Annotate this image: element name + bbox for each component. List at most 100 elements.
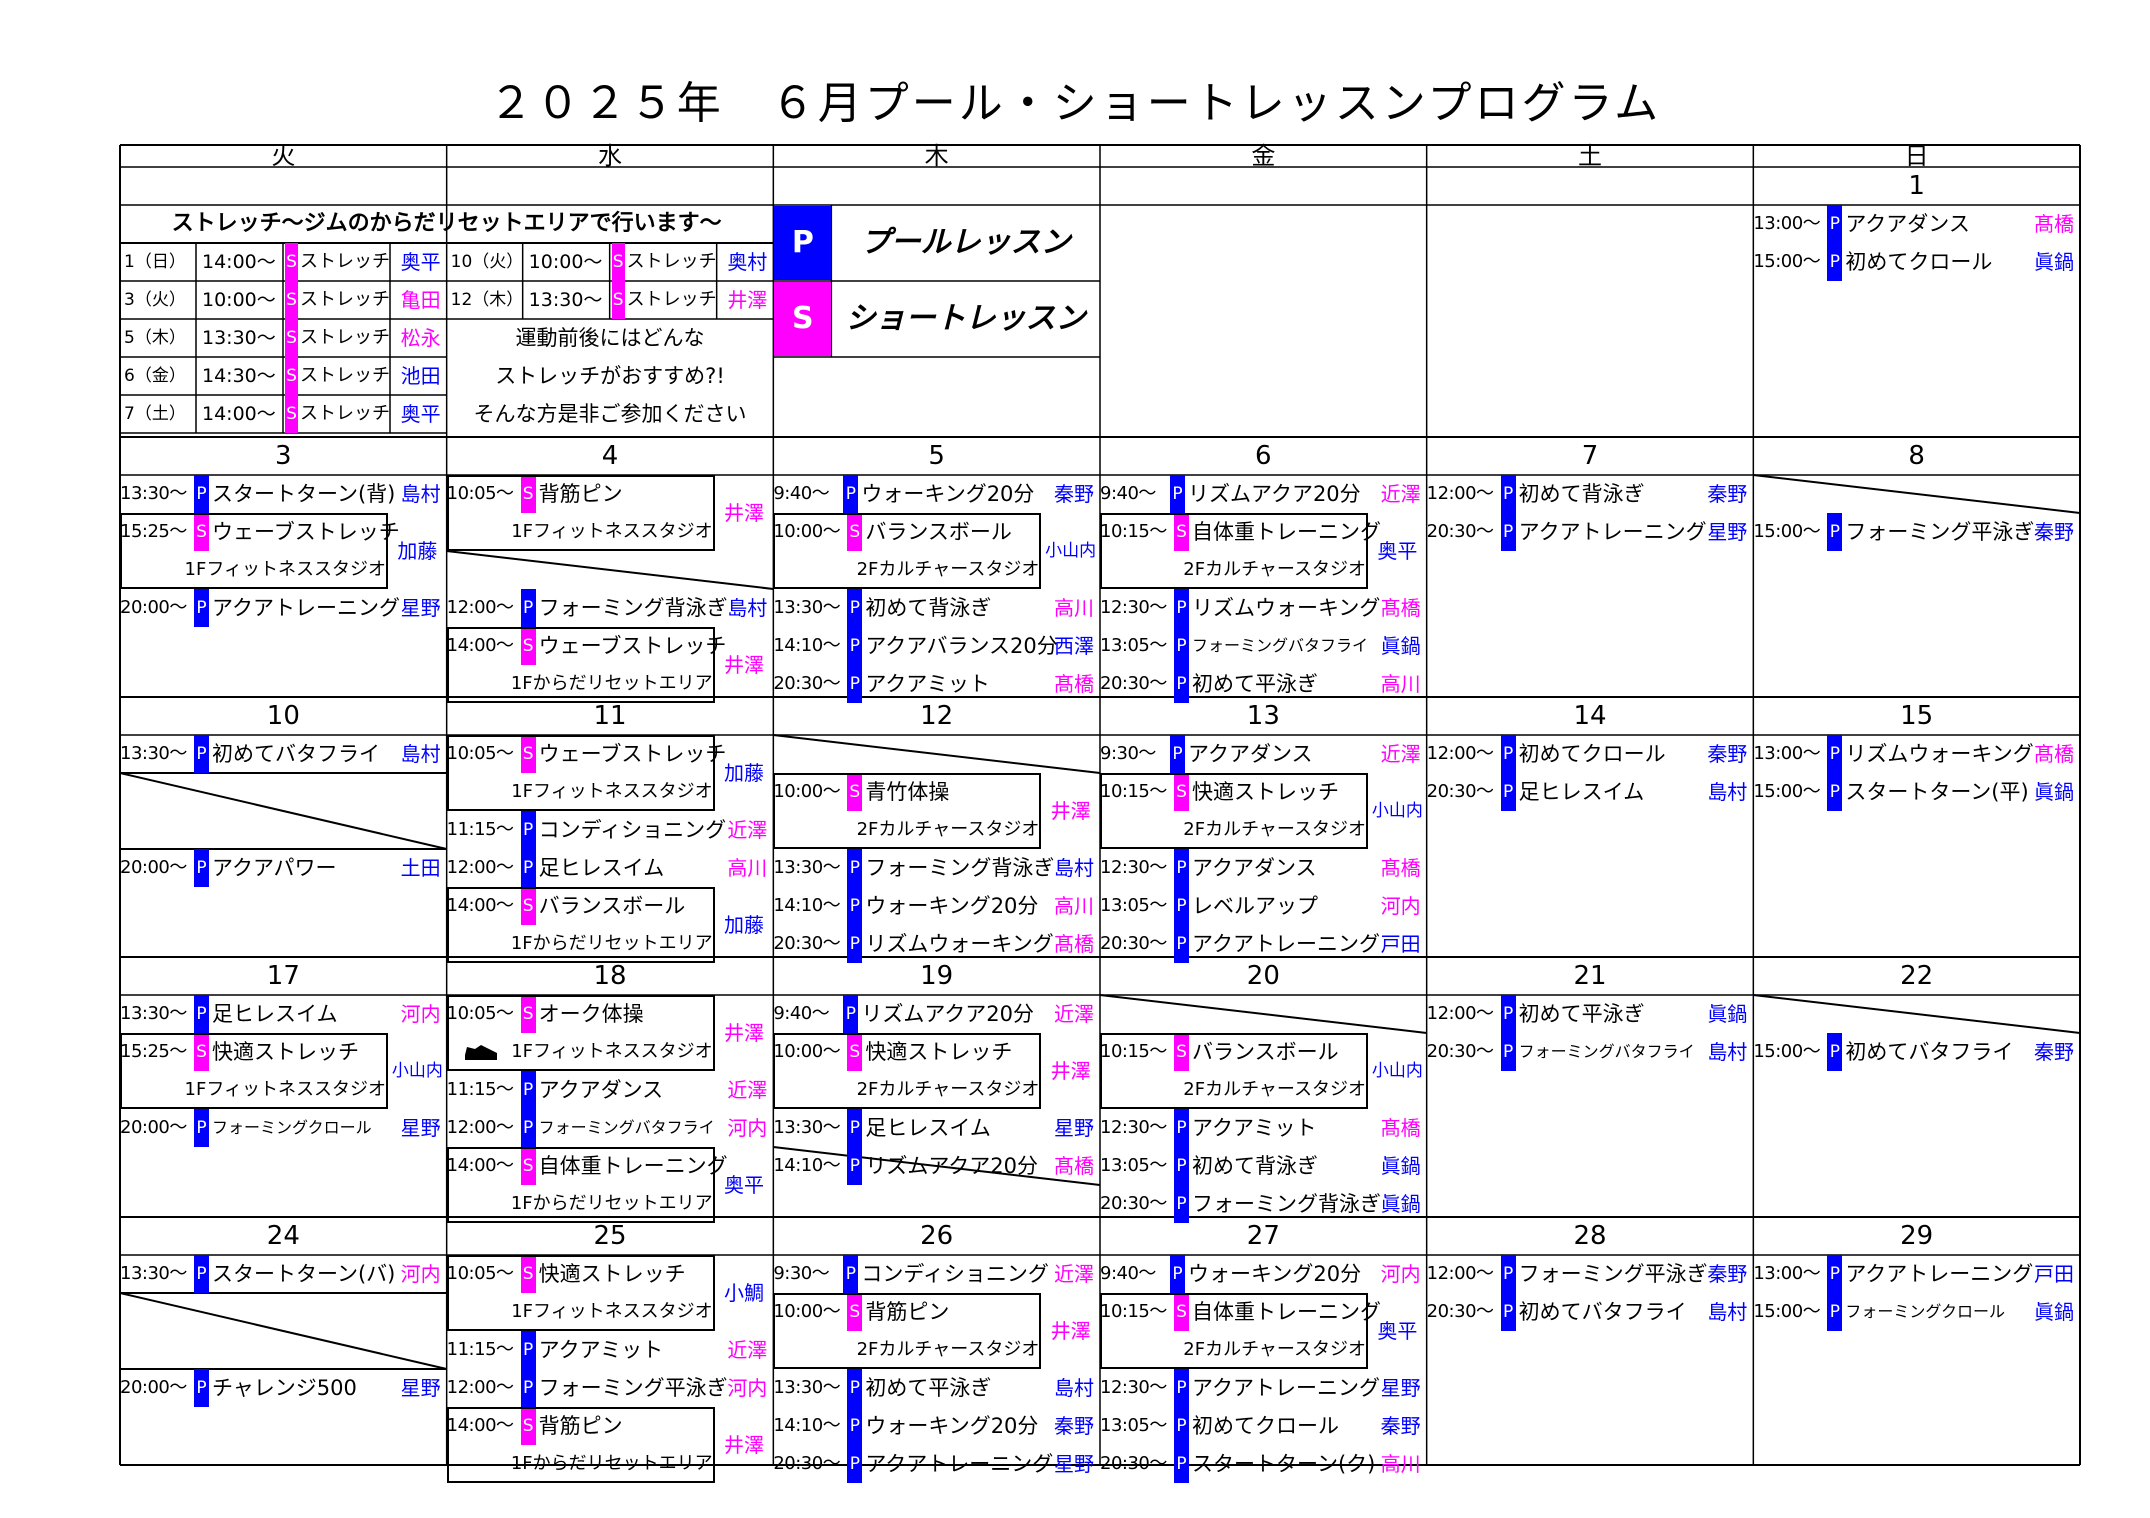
closed-slot-diagonal [1753,994,2081,1034]
stretch-time: 14:30～ [202,365,276,387]
lesson-name: 初めてクロール [1192,1414,1339,1438]
lesson-name: アクアミット [538,1338,664,1362]
instructor-name: 奥平 [723,1173,764,1197]
lesson-time: 12:00～ [446,1117,514,1138]
pool-lesson-marker: P [520,1109,536,1147]
studio-lesson-box [446,1255,715,1331]
studio-location: 1Fフィットネススタジオ [511,521,713,542]
instructor-name: 髙橋 [1380,856,1421,880]
pool-lesson-marker: P [1174,1369,1189,1407]
studio-location: 2Fカルチャースタジオ [1183,559,1366,580]
lesson-time: 14:10～ [773,635,841,656]
lesson-name: フォーミング平泳ぎ [1518,1262,1708,1286]
instructor-name: 近澤 [1053,1262,1094,1286]
pool-lesson-marker: P [1174,887,1189,925]
lesson-time: 20:30～ [1426,1041,1494,1062]
instructor-name: 松永 [400,326,441,350]
instructor-name: 河内 [400,1262,441,1286]
pool-legend-marker: P [774,206,832,280]
instructor-name: 河内 [727,1376,768,1400]
lesson-name: 自体重トレーニング [1192,1300,1381,1324]
short-lesson-marker: S [1174,1293,1189,1331]
instructor-name: 眞鍋 [2033,780,2074,804]
date-number: 18 [593,961,627,991]
grid-lines [119,144,2081,1466]
pool-lesson-marker: P [1500,995,1516,1033]
instructor-name: 河内 [1380,894,1421,918]
studio-lesson-box [1100,513,1368,589]
lesson-name: スタートターン(バ) [212,1262,396,1286]
studio-location: 1Fフィットネススタジオ [511,1041,713,1062]
studio-location: 1Fフィットネススタジオ [184,1079,386,1100]
studio-location: 2Fカルチャースタジオ [1183,1339,1366,1360]
stretch-date: 3（火） [124,290,186,310]
lesson-name: リズムウォーキング [865,932,1054,956]
date-number: 17 [266,961,300,991]
instructor-name: 土田 [400,856,441,880]
instructor-name: 井澤 [723,501,764,525]
short-legend-marker: S [774,282,832,356]
stretch-time: 10:00～ [528,251,603,273]
studio-lesson-box [446,475,715,551]
pool-lesson-marker: P [194,995,209,1033]
lesson-time: 20:30～ [1100,1193,1167,1214]
lesson-name: アクアトレーニング [1192,932,1380,956]
instructor-name: 井澤 [723,1433,764,1457]
stretch-name: ストレッチ [626,251,717,272]
lesson-name: 背筋ピン [538,482,623,506]
weekday-header: 金 [1251,142,1276,170]
lesson-name: フォーミングクロール [212,1118,372,1137]
lesson-time: 14:10～ [773,1415,841,1436]
stretch-note: そんな方是非ご参加ください [473,402,747,426]
lesson-name: リズムウォーキング [1192,596,1381,620]
pool-lesson-marker: P [1500,475,1516,513]
lesson-time: 20:30～ [773,1453,841,1474]
studio-location: 1Fからだリセットエリア [510,1453,713,1474]
short-lesson-marker: S [285,395,298,433]
lesson-time: 11:15～ [446,1079,514,1100]
lesson-name: ウェーブストレッチ [212,520,400,544]
lesson-name: アクアダンス [1188,742,1313,766]
studio-lesson-box [1100,1033,1368,1109]
pool-lesson-marker: P [1827,1255,1843,1293]
weekday-header: 日 [1904,142,1929,170]
pool-lesson-marker: P [847,849,863,887]
date-number: 8 [1908,441,1925,471]
stretch-name: ストレッチ [300,403,390,424]
studio-lesson-box [446,995,715,1071]
pool-lesson-marker: P [1500,773,1516,811]
lesson-time: 13:30～ [120,483,187,504]
pool-lesson-marker: P [1174,925,1189,963]
studio-location: 1Fフィットネススタジオ [511,781,713,802]
lesson-time: 14:00～ [446,1155,514,1176]
lesson-time: 20:00～ [120,597,187,618]
pool-lesson-marker: P [847,627,863,665]
short-lesson-marker: S [847,1293,863,1331]
instructor-name: 奥平 [400,402,441,426]
stretch-name: ストレッチ [300,251,390,272]
short-lesson-marker: S [285,281,298,319]
lesson-time: 13:30～ [120,743,187,764]
instructor-name: 髙橋 [1053,932,1094,956]
pool-lesson-marker: P [1827,243,1843,281]
lesson-time: 11:15～ [446,819,514,840]
short-lesson-marker: S [847,513,863,551]
lesson-name: 初めて平泳ぎ [1518,1002,1645,1026]
lesson-name: アクアトレーニング [1192,1376,1380,1400]
date-number: 19 [920,961,954,991]
lesson-time: 12:30～ [1100,1117,1167,1138]
instructor-name: 髙橋 [1380,1116,1421,1140]
lesson-time: 13:00～ [1753,213,1821,234]
